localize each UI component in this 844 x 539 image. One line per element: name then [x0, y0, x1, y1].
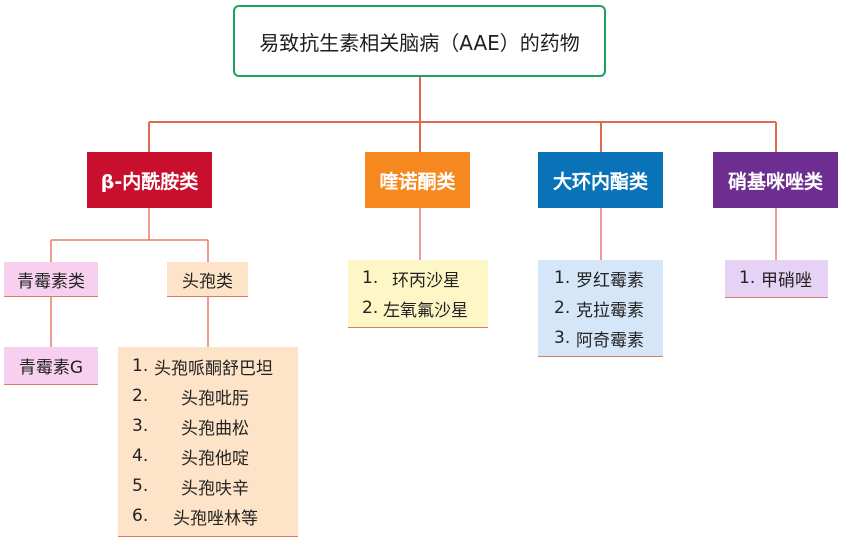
- item-number: 2.: [554, 298, 571, 318]
- drug-name: 头孢哌酮舒巴坦: [154, 358, 273, 379]
- list-item: 3. 头孢曲松: [118, 411, 298, 441]
- list-item: 1. 罗红霉素: [538, 263, 663, 293]
- category-macrolide: 大环内酯类: [538, 152, 663, 208]
- drug-name: 罗红霉素: [576, 270, 644, 291]
- list-item: 6. 头孢唑林等: [118, 501, 298, 531]
- penicillin-drug-box: 青霉素G: [4, 347, 98, 385]
- category-beta-lactam-label: β-内酰胺类: [100, 170, 199, 193]
- drug-name: 头孢曲松: [181, 418, 249, 439]
- cephalosporin-drug-list: 1. 头孢哌酮舒巴坦 2. 头孢吡肟 3. 头孢曲松 4. 头孢他啶 5. 头孢…: [118, 347, 298, 537]
- item-number: 4.: [132, 446, 149, 466]
- category-macrolide-label: 大环内酯类: [552, 170, 648, 193]
- item-number: 2.: [132, 386, 149, 406]
- item-number: 3.: [554, 328, 571, 348]
- category-beta-lactam: β-内酰胺类: [87, 152, 212, 208]
- item-number: 1.: [132, 356, 149, 376]
- list-item: 2. 左氧氟沙星: [348, 293, 488, 323]
- subcategory-cephalosporin-label: 头孢类: [182, 271, 233, 292]
- drug-name: 环丙沙星: [392, 270, 460, 291]
- list-item: 2. 头孢吡肟: [118, 381, 298, 411]
- root-title: 易致抗生素相关脑病（AAE）的药物: [259, 30, 580, 55]
- list-item: 1. 头孢哌酮舒巴坦: [118, 351, 298, 381]
- drug-name: 头孢吡肟: [181, 388, 249, 409]
- root-title-box: 易致抗生素相关脑病（AAE）的药物: [233, 5, 606, 77]
- item-number: 1.: [362, 268, 379, 288]
- drug-name: 克拉霉素: [576, 300, 644, 321]
- drug-name: 头孢他啶: [181, 448, 249, 469]
- drug-name: 头孢呋辛: [181, 478, 249, 499]
- list-item: 4. 头孢他啶: [118, 441, 298, 471]
- list-item: 2. 克拉霉素: [538, 293, 663, 323]
- drug-name: 左氧氟沙星: [383, 300, 468, 321]
- item-number: 6.: [132, 506, 149, 526]
- item-number: 1.: [739, 268, 756, 288]
- category-nitroimidazole-label: 硝基咪唑类: [727, 170, 823, 193]
- nitroimidazole-drug-list: 1. 甲硝唑: [725, 260, 828, 298]
- list-item: 1. 甲硝唑: [725, 263, 828, 293]
- item-number: 3.: [132, 416, 149, 436]
- category-quinolone: 喹诺酮类: [365, 152, 470, 208]
- drug-name: 青霉素G: [18, 358, 84, 378]
- subcategory-penicillin: 青霉素类: [4, 262, 98, 297]
- category-nitroimidazole: 硝基咪唑类: [713, 152, 838, 208]
- drug-name: 头孢唑林等: [173, 508, 258, 529]
- list-item: 1. 环丙沙星: [348, 263, 488, 293]
- category-quinolone-label: 喹诺酮类: [379, 170, 456, 193]
- subcategory-cephalosporin: 头孢类: [167, 262, 248, 297]
- macrolide-drug-list: 1. 罗红霉素 2. 克拉霉素 3. 阿奇霉素: [538, 260, 663, 357]
- item-number: 2.: [362, 298, 379, 318]
- item-number: 1.: [554, 268, 571, 288]
- list-item: 3. 阿奇霉素: [538, 323, 663, 353]
- drug-name: 阿奇霉素: [576, 330, 644, 351]
- drug-name: 甲硝唑: [761, 270, 812, 291]
- subcategory-penicillin-label: 青霉素类: [17, 271, 85, 292]
- quinolone-drug-list: 1. 环丙沙星 2. 左氧氟沙星: [348, 260, 488, 328]
- item-number: 5.: [132, 476, 149, 496]
- list-item: 5. 头孢呋辛: [118, 471, 298, 501]
